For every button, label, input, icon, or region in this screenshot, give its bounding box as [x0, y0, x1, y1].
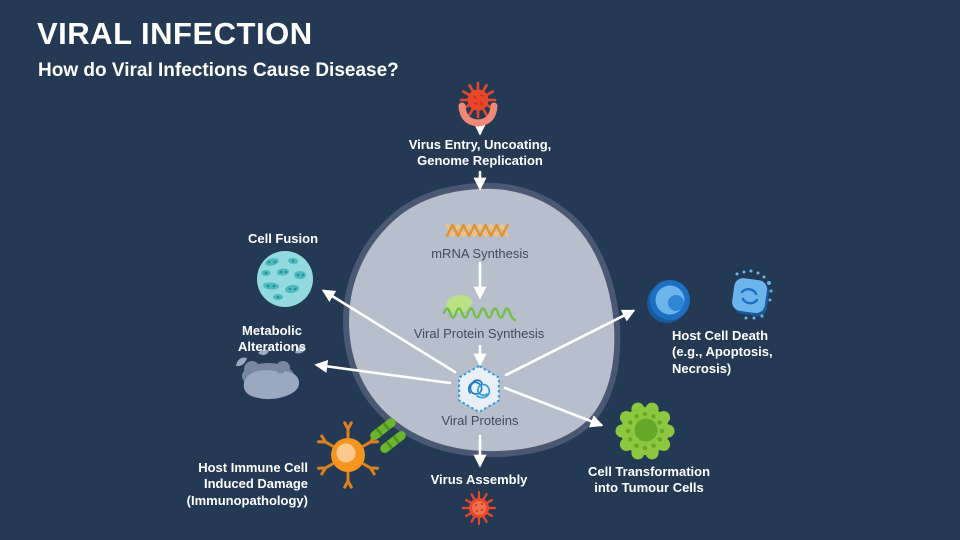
mrna-synthesis-label: mRNA Synthesis — [431, 246, 529, 261]
apoptotic-cell-icon — [732, 269, 773, 320]
immune-cell-antibody-icon — [317, 418, 406, 489]
cell-fusion-label: Cell Fusion — [247, 231, 319, 246]
arrow-to-metabolic — [314, 359, 452, 385]
cell-transformation-label: Cell Transformation into Tumour Cells — [587, 464, 711, 496]
arrow-to-cell-transformation — [503, 386, 604, 428]
viral-protein-synthesis-label: Viral Protein Synthesis — [413, 326, 545, 341]
arrow-to-host-cell-death — [504, 309, 636, 377]
organ-blob-icon — [236, 345, 305, 400]
bacteria-icon — [370, 418, 406, 453]
host-immune-damage-label: Host Immune Cell Induced Damage (Immunop… — [186, 460, 308, 508]
metabolic-alterations-label: Metabolic Alterations — [238, 323, 306, 355]
page-subtitle: How do Viral Infections Cause Disease? — [38, 60, 399, 81]
flow-arrows — [314, 121, 636, 468]
assembled-virus-icon — [461, 490, 497, 526]
host-cell-body — [342, 182, 621, 458]
page-title: VIRAL INFECTION — [37, 16, 313, 51]
receptor-crescent-icon — [458, 102, 498, 127]
arrow-to-cell-fusion — [321, 289, 457, 374]
viral-protein-hexagon-icon — [458, 365, 500, 413]
host-cell-death-label: Host Cell Death (e.g., Apoptosis, Necros… — [672, 328, 773, 376]
virus-icon — [458, 81, 498, 127]
tumour-cell-icon — [615, 402, 675, 460]
fused-cells-icon — [257, 251, 313, 307]
mrna-strand-icon — [445, 223, 509, 238]
protein-ribbon-icon — [442, 294, 517, 322]
viral-proteins-label: Viral Proteins — [441, 413, 519, 428]
virus-assembly-label: Virus Assembly — [430, 472, 528, 487]
virus-entry-label: Virus Entry, Uncoating, Genome Replicati… — [408, 137, 552, 169]
healthy-cell-icon — [647, 280, 690, 323]
